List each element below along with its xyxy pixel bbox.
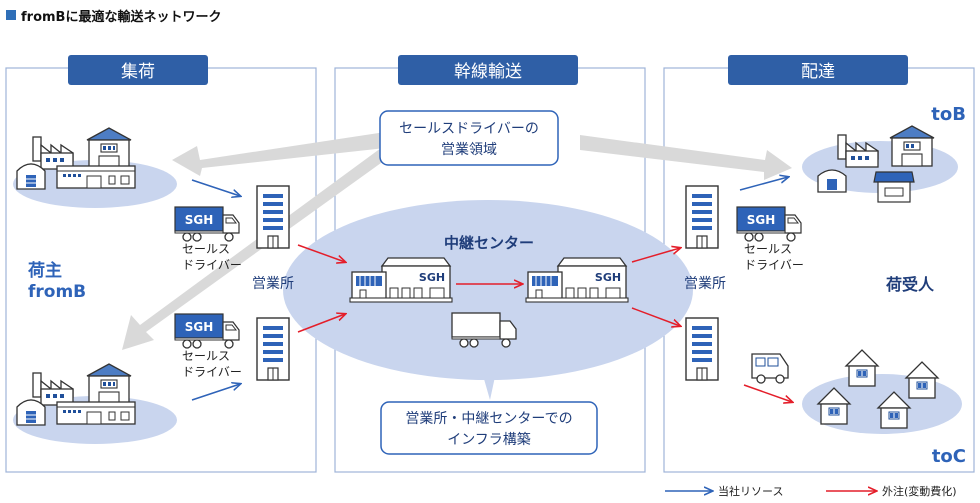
outsourced-arrow-office-top-to-relay	[297, 244, 345, 262]
callout-sales-driver-line1: セールスドライバーの	[399, 121, 539, 137]
infrastructure-ellipse	[283, 200, 693, 380]
sales-driver-top-line2: ドライバー	[182, 258, 242, 272]
header-delivery-box	[728, 55, 908, 85]
callout-sales-driver-box	[379, 110, 559, 166]
header-pickup: 集荷	[121, 62, 155, 82]
receiver-business-cluster	[802, 125, 958, 203]
own-arrow-pickup-bottom	[191, 384, 240, 401]
header-pickup-box	[68, 55, 208, 85]
truck-logo-bottom: SGH	[185, 320, 214, 334]
title-marker	[6, 10, 16, 20]
truck-logo-delivery: SGH	[747, 213, 776, 227]
own-arrow-delivery-tob	[739, 177, 788, 191]
sales-driver-bottom-line2: ドライバー	[182, 365, 242, 379]
callout-infra-line2: インフラ構築	[447, 432, 531, 448]
panel-pickup	[5, 67, 317, 473]
sales-office-label-right: 営業所	[684, 276, 726, 292]
outsourced-arrow-relay-to-office-bottom	[631, 307, 680, 326]
header-trunk: 幹線輸送	[454, 61, 522, 82]
linehaul-truck	[451, 312, 517, 348]
page-title: fromBに最適な輸送ネットワーク	[21, 9, 222, 25]
receiver-label: 荷受人	[886, 275, 935, 294]
legend-own-label: 当社リソース	[718, 484, 783, 498]
truck-logo-top: SGH	[185, 213, 214, 227]
header-delivery: 配達	[801, 62, 835, 82]
relay-center-left-logo: SGH	[419, 271, 445, 284]
legend-outsourced-label: 外注(変動費化)	[882, 484, 957, 498]
page-title-row: fromBに最適な輸送ネットワーク	[6, 6, 222, 25]
sales-driver-top-line1: セールス	[182, 242, 230, 256]
toc-label: toC	[932, 446, 966, 467]
sales-office-label-left: 営業所	[252, 276, 294, 292]
relay-center-right-logo: SGH	[595, 271, 621, 284]
outsourced-arrow-office-bottom-to-relay	[297, 314, 345, 333]
sales-office-tower-top	[256, 185, 290, 249]
infra-callout-pointer	[482, 372, 496, 400]
callout-infra-line1: 営業所・中継センターでの	[405, 411, 572, 427]
callout-sales-driver-line2: 営業領域	[441, 141, 497, 158]
delivery-office-tower-top	[685, 185, 719, 249]
relay-center-label: 中継センター	[444, 234, 534, 252]
sales-driver-delivery-line1: セールス	[744, 242, 792, 256]
outsourced-arrow-delivery-toc	[743, 384, 792, 402]
own-arrow-pickup-top	[191, 179, 240, 196]
tob-label: toB	[931, 104, 966, 125]
delivery-office-tower-bottom	[685, 317, 719, 381]
header-trunk-box	[398, 55, 578, 85]
delivery-van	[751, 353, 789, 384]
sales-driver-delivery-line2: ドライバー	[744, 258, 804, 272]
sales-office-tower-bottom	[256, 317, 290, 381]
shipper-label-line1: 荷主	[28, 260, 62, 281]
shipper-label-line2: fromB	[28, 282, 86, 302]
outsourced-arrow-relay-to-office-top	[631, 248, 680, 263]
sales-driver-bottom-line1: セールス	[182, 349, 230, 363]
callout-infra-box	[380, 401, 598, 455]
